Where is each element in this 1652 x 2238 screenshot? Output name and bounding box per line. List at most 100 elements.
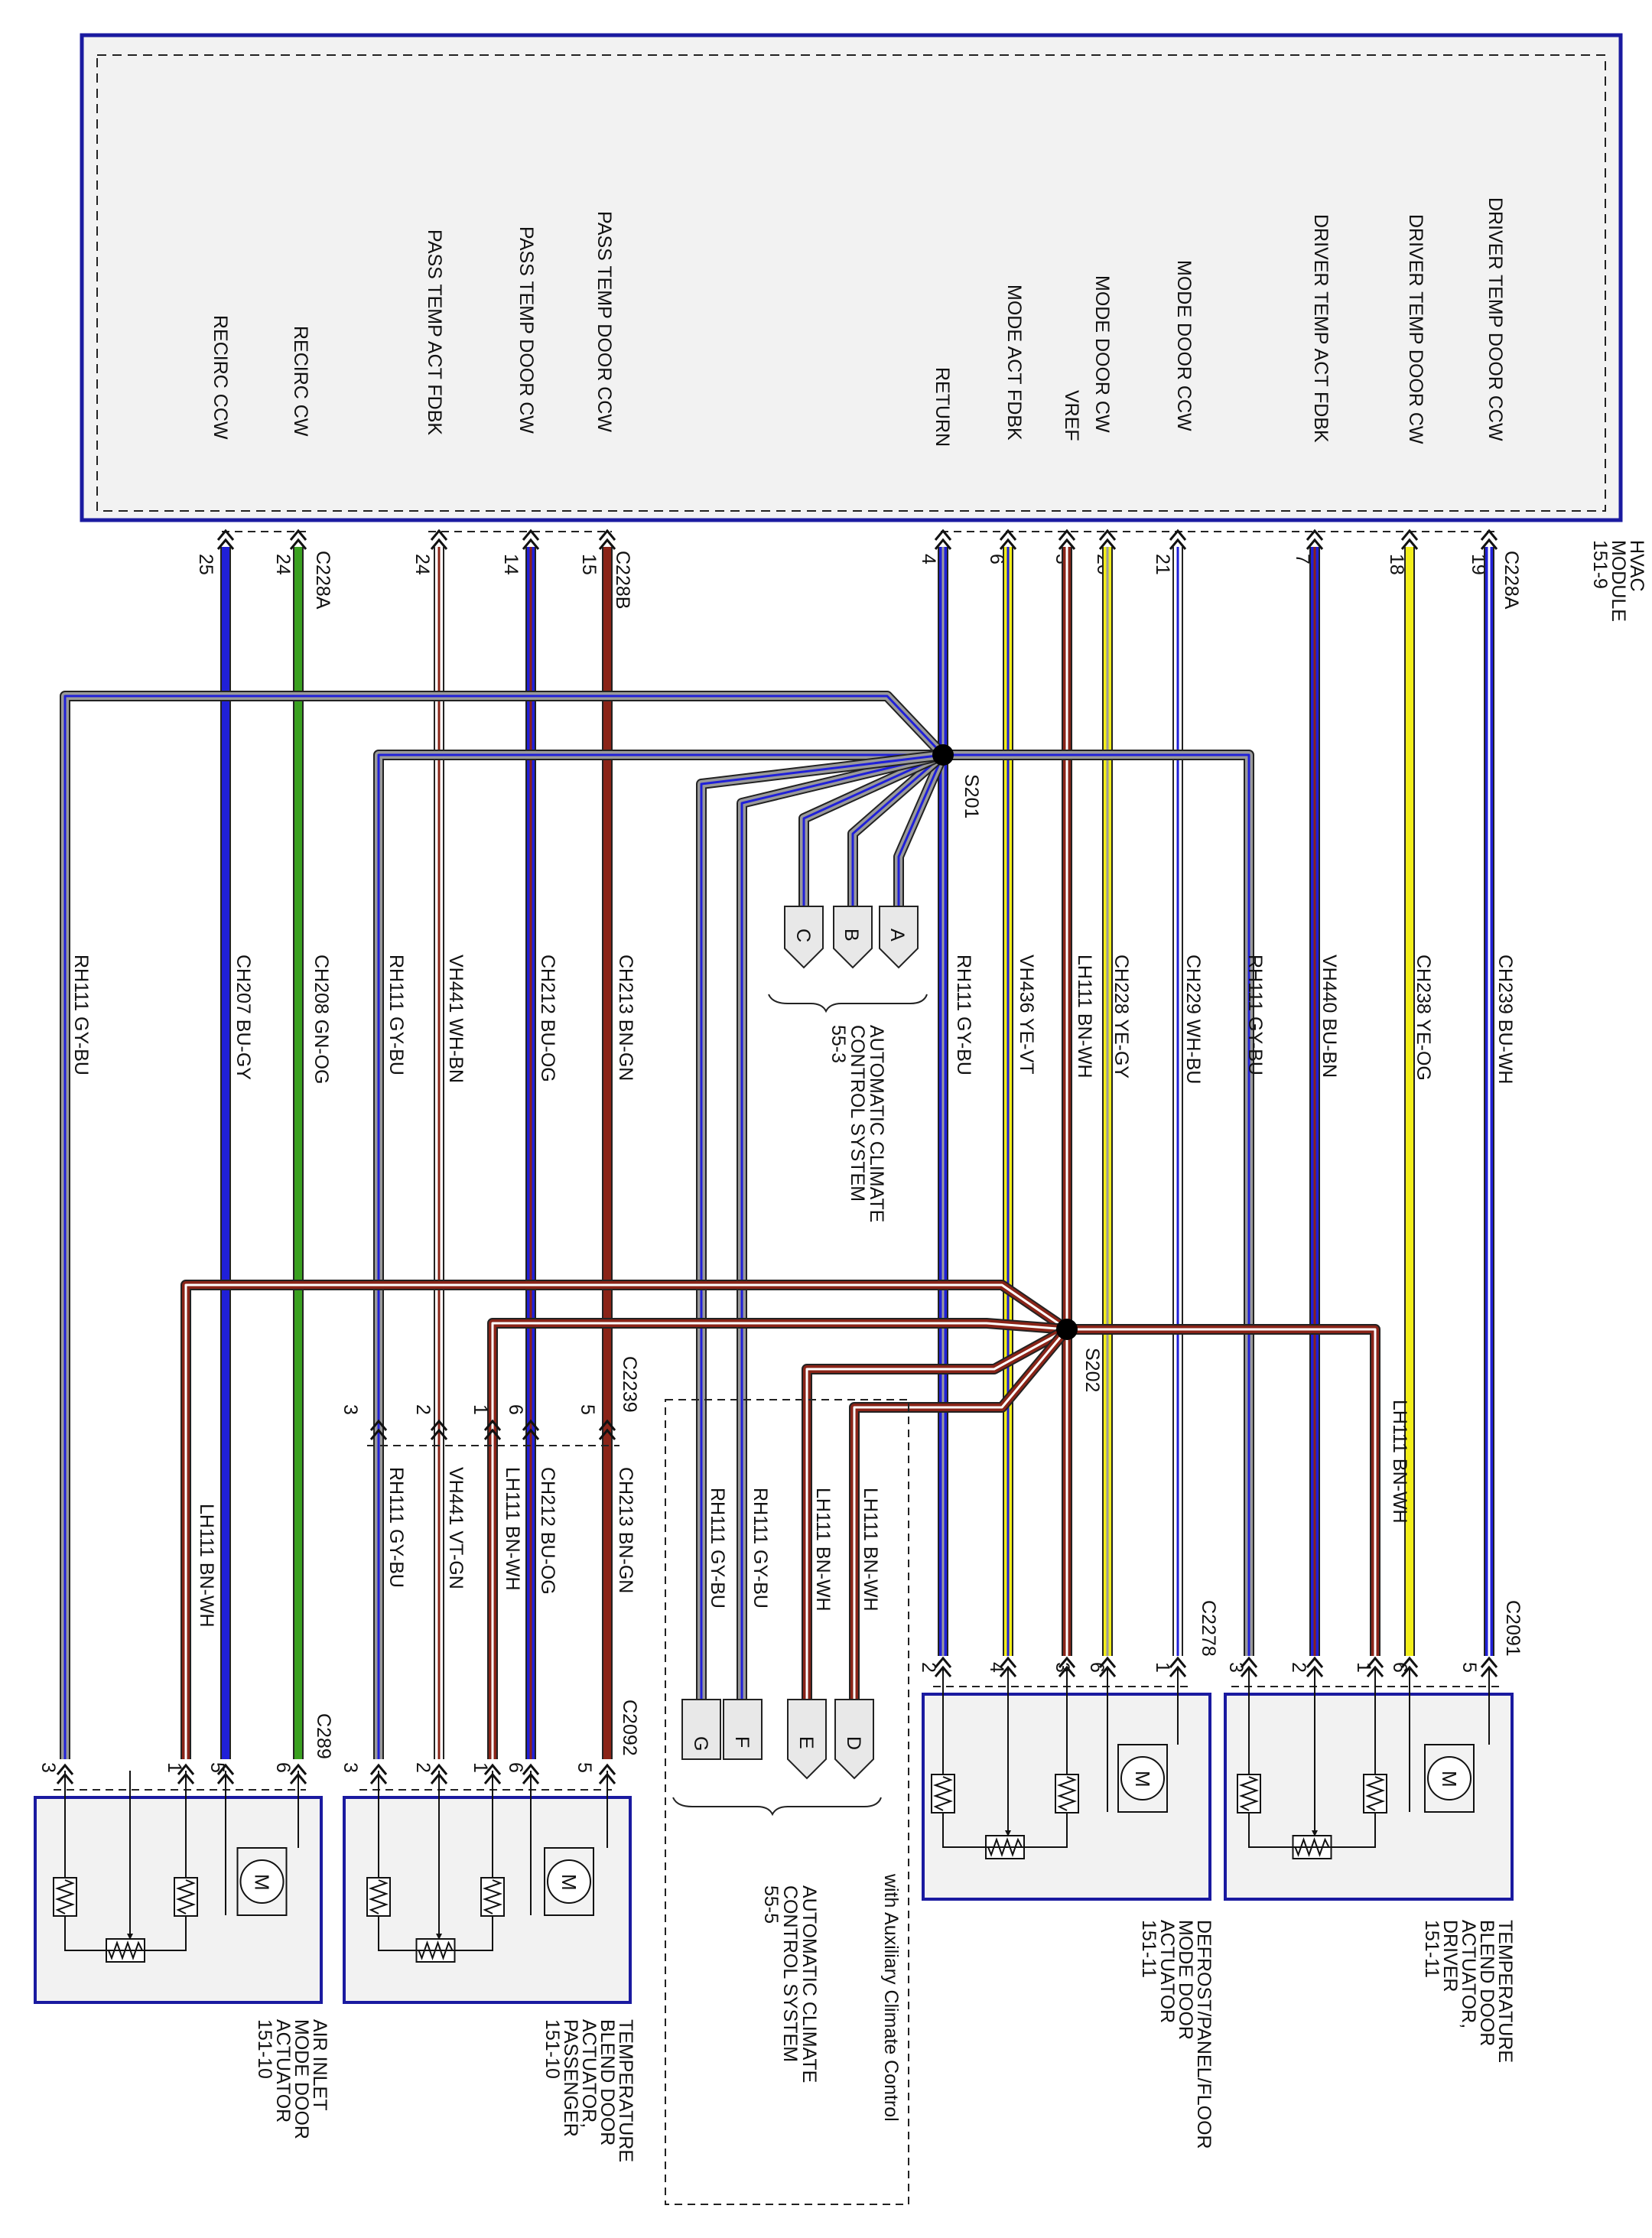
actuator-mode-name-line: MODE DOOR [1175, 1920, 1196, 2040]
signal-mode-door-cw: MODE DOOR CW [1091, 275, 1113, 433]
motor-letter: M [1131, 1771, 1154, 1787]
pot-lead [64, 1771, 145, 1951]
module-terminals [216, 529, 1498, 550]
wire-s201-f-outline [737, 750, 945, 1700]
pin-arrow-icon [1058, 1656, 1076, 1668]
c2239-wire-label: VH441 VT-GN [445, 1467, 467, 1589]
wire-s202-d-stripe [853, 1329, 1068, 1700]
c2239-wire-label: CH212 BU-OG [537, 1467, 558, 1595]
pin-arrow-icon [1400, 1656, 1419, 1668]
splice-s202-label: S202 [1081, 1348, 1103, 1392]
splice-s201-label: S201 [961, 774, 982, 818]
signal-return: RETURN [932, 367, 953, 447]
actuator-driver-pin: 5 [1459, 1662, 1480, 1673]
wire-lh111-left-stripe [184, 1283, 1068, 1759]
c2239-wire-label: CH213 BN-GN [615, 1467, 636, 1593]
actuator-mode-name-line: ACTUATOR [1156, 1920, 1178, 2023]
actuator-driver-pin: 3 [1225, 1662, 1247, 1673]
actuator-circuit: M [931, 1667, 1179, 1859]
acc-aux-name-line-2: CONTROL SYSTEM [779, 1885, 801, 2062]
wire-rh111-right-stripe [943, 753, 1250, 1656]
pin-arrow-icon [1098, 1656, 1117, 1668]
wire-label-lh111-right: LH111 BN-WH [1389, 1400, 1410, 1524]
wire-s202-e-stripe [805, 1328, 1068, 1700]
pot-lead [1248, 1667, 1332, 1848]
motor-icon [1120, 1756, 1165, 1800]
motor-housing [1424, 1744, 1475, 1813]
c2239-wire-label: LH111 BN-WH [502, 1467, 523, 1591]
pin-arrow-icon [1480, 529, 1498, 541]
pin-arrow-icon [369, 1772, 388, 1784]
module-pin: 25 [195, 554, 216, 575]
wire-label-ch212: CH212 BU-OG [537, 955, 558, 1082]
lower-terminals [56, 1419, 1498, 1784]
acc-aux-name-line-1: AUTOMATIC CLIMATE [798, 1885, 820, 2083]
wire-s201-f-stripe [740, 753, 944, 1700]
wire-rh111-right-outline [943, 750, 1254, 1656]
wire-label-vh436: VH436 YE-VT [1016, 955, 1037, 1075]
splice-s201: S201 [932, 744, 982, 818]
module-pin: 7 [1292, 554, 1313, 564]
acc-connector-g: G [681, 1699, 721, 1760]
signal-driver-temp-door-cw: DRIVER TEMP DOOR CW [1405, 214, 1426, 444]
wire-s201-f [738, 751, 945, 1700]
pin-arrow-icon [934, 1665, 952, 1677]
pin-arrow-icon [598, 1763, 616, 1775]
wire-label-ch207: CH207 BU-GY [233, 955, 254, 1080]
splice-s202: S202 [1056, 1319, 1103, 1392]
wire-s202-d-outline [849, 1326, 1072, 1700]
module-name-line-2: MODULE [1608, 540, 1629, 622]
module-pin: 15 [578, 554, 600, 575]
pin-arrow-icon [522, 1419, 540, 1431]
pin-arrow-icon [1058, 529, 1076, 541]
wire-lh111-pass-stripe [491, 1322, 1068, 1759]
pin-arrow-icon [1169, 1665, 1187, 1677]
pin-arrow-icon [1240, 1656, 1258, 1668]
module-name-line-1: HVAC [1626, 540, 1647, 592]
resistor-icon [931, 1774, 955, 1813]
motor-housing [544, 1847, 594, 1916]
pin-arrow-icon [1098, 538, 1117, 550]
pin-arrow-icon [934, 529, 952, 541]
wire-lh111-right-stripe [1067, 1328, 1377, 1656]
wire-rh111-right [943, 751, 1253, 1656]
actuator-air-name-line: MODE DOOR [291, 2019, 312, 2139]
pin-arrow-icon [598, 538, 616, 550]
pin-arrow-icon [999, 529, 1017, 541]
acc-aux-name-line-3: 55-5 [760, 1885, 782, 1924]
pin-arrow-icon [289, 1763, 307, 1775]
pin-arrow-icon [1169, 538, 1187, 550]
c2239-wire-label: RH111 GY-BU [385, 1467, 407, 1588]
signal-driver-temp-act-fdbk: DRIVER TEMP ACT FDBK [1310, 214, 1332, 443]
pin-arrow-icon [999, 538, 1017, 550]
pin-arrow-icon [1400, 1665, 1419, 1677]
pin-arrow-icon [522, 538, 540, 550]
c2239-pin: 3 [340, 1404, 361, 1415]
actuator-mode-pin: 2 [918, 1662, 939, 1673]
wire-s202-e-outline [802, 1324, 1070, 1700]
actuator-pass-name-line: PASSENGER [560, 2019, 581, 2137]
c2239-pin: 2 [412, 1404, 434, 1415]
motor-letter: M [1438, 1771, 1461, 1787]
module-pin: 14 [500, 554, 522, 575]
actuator-pass-name-line: ACTUATOR, [578, 2019, 600, 2128]
acc-name-line-2: CONTROL SYSTEM [847, 1025, 868, 1202]
actuator-pass-pin: 3 [340, 1762, 361, 1773]
signal-mode-door-ccw: MODE DOOR CCW [1173, 260, 1195, 431]
pin-arrow-icon [1366, 1665, 1384, 1677]
pot-lead [378, 1771, 455, 1951]
resistor-zigzag [175, 1879, 197, 1914]
actuator-driver-name-line: TEMPERATURE [1494, 1920, 1516, 2063]
pin-arrow-icon [522, 1772, 540, 1784]
motor-icon [1427, 1756, 1472, 1800]
actuator-driver-name-line: 151-11 [1421, 1920, 1442, 1978]
connector-c228b: C228B [612, 551, 633, 609]
pin-arrow-icon [1098, 529, 1117, 541]
pin-arrow-icon [999, 1656, 1017, 1668]
actuator-driver-name-line: ACTUATOR, [1458, 1920, 1479, 2028]
motor-housing [1117, 1744, 1168, 1813]
resistor-zigzag [368, 1879, 389, 1914]
signal-pass-temp-door-cw: PASS TEMP DOOR CW [515, 226, 537, 434]
pin-arrow-icon [369, 1763, 388, 1775]
pin-arrow-icon [483, 1772, 502, 1784]
